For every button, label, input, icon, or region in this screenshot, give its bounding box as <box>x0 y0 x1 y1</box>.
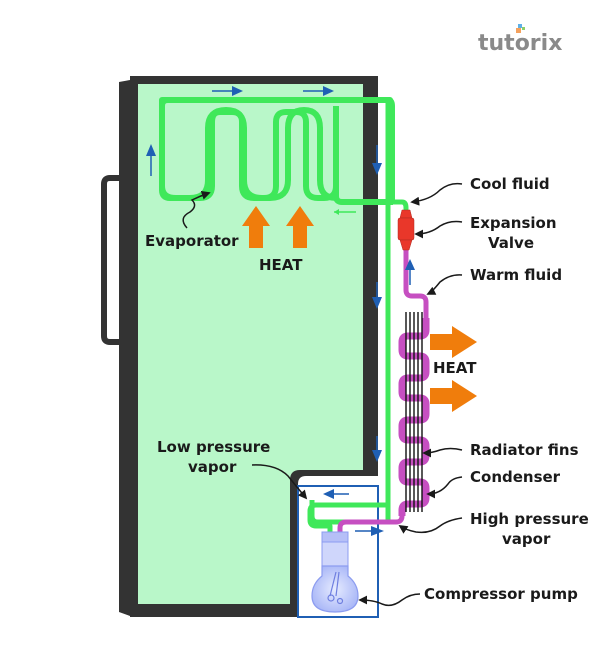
label-low-pressure-1: Low pressure <box>157 438 270 456</box>
logo-text: tutorix <box>478 31 562 56</box>
leader-evaporator <box>182 191 211 229</box>
logo-dot-green <box>522 27 525 30</box>
valve-bottom-cone <box>399 239 413 251</box>
flow-arrow-right-compressor <box>355 526 384 536</box>
suction-pipe <box>307 480 391 532</box>
label-cool-fluid: Cool fluid <box>470 175 550 193</box>
heat-arrows-inside <box>242 206 314 248</box>
label-expansion-valve-2: Valve <box>488 234 534 252</box>
label-evaporator: Evaporator <box>145 232 239 250</box>
radiator-fins <box>405 312 423 512</box>
compressor-bulb <box>311 565 359 613</box>
connecting-rod <box>329 571 340 597</box>
valve-body <box>397 217 415 241</box>
logo-dot-orange <box>516 28 521 33</box>
flow-arrows <box>146 86 415 536</box>
crank-pin <box>327 594 335 602</box>
heat-arrow-up-2 <box>286 206 314 248</box>
flow-arrow-down-2 <box>372 282 382 309</box>
crank-shaft <box>336 597 344 605</box>
leader-compressor <box>358 593 421 607</box>
flow-arrow-down-1 <box>372 145 382 175</box>
fridge-handle <box>101 175 120 345</box>
leader-expansion-valve <box>414 220 463 239</box>
label-compressor-pump: Compressor pump <box>424 585 578 603</box>
label-low-pressure-2: vapor <box>188 458 237 476</box>
flow-arrow-up-valve <box>405 259 415 285</box>
cool-fluid-pipe <box>392 199 409 214</box>
leader-high-pressure <box>398 517 463 534</box>
leader-condenser <box>426 476 463 499</box>
label-high-pressure-2: vapor <box>502 530 551 548</box>
flow-arrow-right-1 <box>212 86 243 96</box>
compressor-pump <box>311 531 359 613</box>
label-high-pressure-1: High pressure <box>470 510 589 528</box>
leader-low-pressure <box>251 464 308 500</box>
flow-arrow-right-2 <box>303 86 334 96</box>
evaporator-loops <box>176 107 337 201</box>
label-warm-fluid: Warm fluid <box>470 266 562 284</box>
label-heat-outside: HEAT <box>433 359 477 377</box>
high-pressure-pipe <box>337 515 405 532</box>
flow-arrow-left-compressor <box>323 489 349 499</box>
heat-arrows-outside <box>430 326 477 412</box>
leader-radiator-fins <box>422 447 463 458</box>
leader-warm-fluid <box>426 274 463 295</box>
compressor-head <box>321 531 349 543</box>
labels: Evaporator HEAT HEAT Cool fluid Expansio… <box>145 175 589 603</box>
warm-fluid-pipe <box>403 250 429 318</box>
valve-top-cone <box>399 209 413 219</box>
fridge-interior <box>138 84 363 604</box>
tutorix-logo: tutorix <box>478 24 562 56</box>
heat-arrow-right-1 <box>430 326 477 358</box>
flow-arrow-up-left <box>146 144 156 176</box>
flow-arrow-down-3 <box>372 436 382 462</box>
label-expansion-valve-1: Expansion <box>470 214 557 232</box>
expansion-valve <box>397 209 415 251</box>
return-flow-arrowhead <box>334 209 339 215</box>
label-radiator-fins: Radiator fins <box>470 441 579 459</box>
logo-dot-blue <box>518 24 522 28</box>
heat-arrow-up-1 <box>242 206 270 248</box>
compressor-cylinder <box>321 541 349 567</box>
leader-lines <box>182 182 463 607</box>
label-condenser: Condenser <box>470 468 561 486</box>
leader-cool-fluid <box>410 182 463 206</box>
label-heat-inside: HEAT <box>259 256 303 274</box>
heat-arrow-right-2 <box>430 380 477 412</box>
